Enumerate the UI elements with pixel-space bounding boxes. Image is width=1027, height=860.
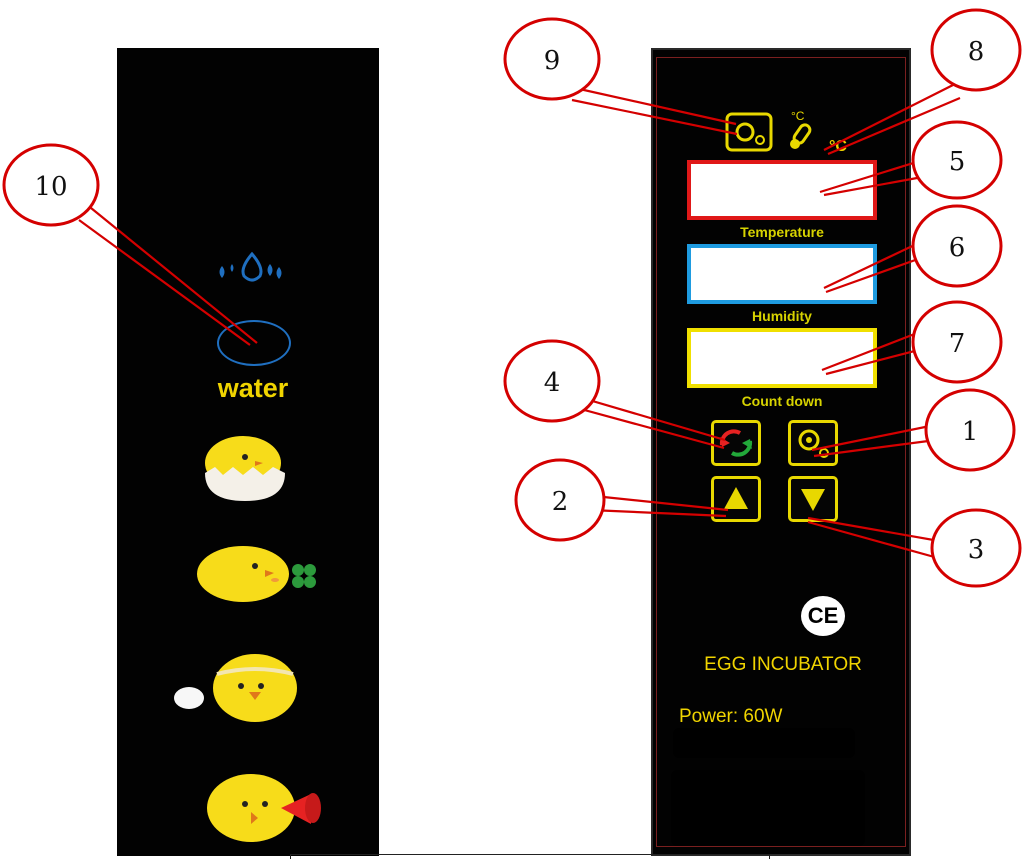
chick-egg-icon: [174, 654, 297, 722]
callout-6: [911, 204, 1003, 288]
chick-clover-icon: [197, 546, 316, 602]
down-arrow-icon: [801, 489, 825, 511]
up-button[interactable]: [711, 476, 761, 522]
callout-label-6: 6: [949, 233, 966, 263]
redacted-text-1: [673, 728, 855, 758]
temperature-label: Temperature: [740, 224, 824, 240]
redacted-text-2: [671, 770, 865, 846]
water-label: water: [217, 373, 289, 403]
reset-button[interactable]: [711, 420, 761, 466]
countdown-label: Count down: [741, 393, 823, 409]
svg-text:°C: °C: [791, 109, 805, 123]
left-control-panel: water: [117, 48, 379, 856]
thermometer-icon: °C: [790, 109, 812, 149]
settings-button[interactable]: [788, 420, 838, 466]
callout-label-8: 8: [968, 37, 985, 67]
callout-label-7: 7: [949, 329, 966, 359]
down-button[interactable]: [788, 476, 838, 522]
chick-horn-icon: [207, 774, 321, 842]
callout-label-1: 1: [962, 417, 979, 447]
settings-gear-icon: [798, 429, 829, 458]
callout-5: [911, 120, 1003, 200]
right-control-panel: °C °C Temperature Humidity Count down: [651, 48, 911, 856]
callout-10: [2, 143, 100, 227]
water-drops-icon: [219, 251, 282, 282]
countdown-display: [687, 328, 877, 388]
product-name: EGG INCUBATOR: [704, 654, 862, 675]
ce-mark: CE: [801, 596, 845, 636]
callout-8: [930, 8, 1022, 92]
humidity-label: Humidity: [752, 308, 812, 324]
callout-4: [503, 339, 601, 423]
up-arrow-icon: [724, 487, 748, 509]
water-button[interactable]: [217, 320, 291, 366]
callout-label-4: 4: [544, 368, 561, 398]
callout-label-3: 3: [968, 535, 985, 565]
callout-label-9: 9: [544, 46, 561, 76]
bottom-frame-line: [290, 854, 770, 859]
callout-label-2: 2: [552, 487, 569, 517]
callout-3: [930, 508, 1022, 588]
callout-9: [503, 17, 601, 101]
callout-label-5: 5: [949, 147, 966, 177]
humidity-display: [687, 244, 877, 304]
chick-hatching-icon: [205, 436, 285, 501]
callout-2: [514, 458, 606, 542]
callout-7: [911, 300, 1003, 384]
power-rating: Power: 60W: [679, 706, 783, 727]
callout-1: [924, 388, 1016, 472]
callout-label-10: 10: [34, 172, 67, 202]
